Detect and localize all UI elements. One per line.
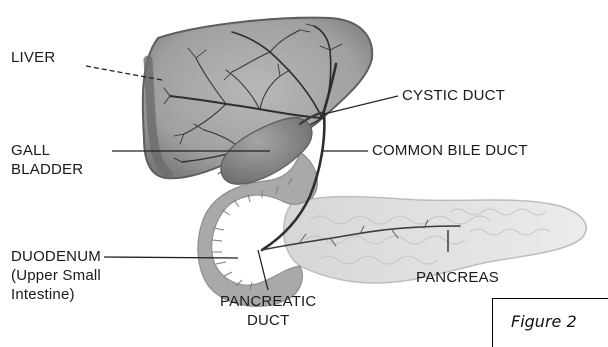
figure-caption-box: Figure 2 <box>492 298 608 347</box>
label-duodenum: DUODENUM (Upper Small Intestine) <box>11 247 101 304</box>
label-liver: LIVER <box>11 48 55 67</box>
label-pancreatic-duct: PANCREATIC DUCT <box>220 292 316 330</box>
label-gall-bladder: GALL BLADDER <box>11 141 83 179</box>
label-cystic-duct: CYSTIC DUCT <box>402 86 505 105</box>
label-pancreas: PANCREAS <box>416 268 499 287</box>
figure-caption-text: Figure 2 <box>511 312 577 331</box>
duodenum-leader <box>104 257 238 258</box>
label-common-bile-duct: COMMON BILE DUCT <box>372 141 528 160</box>
